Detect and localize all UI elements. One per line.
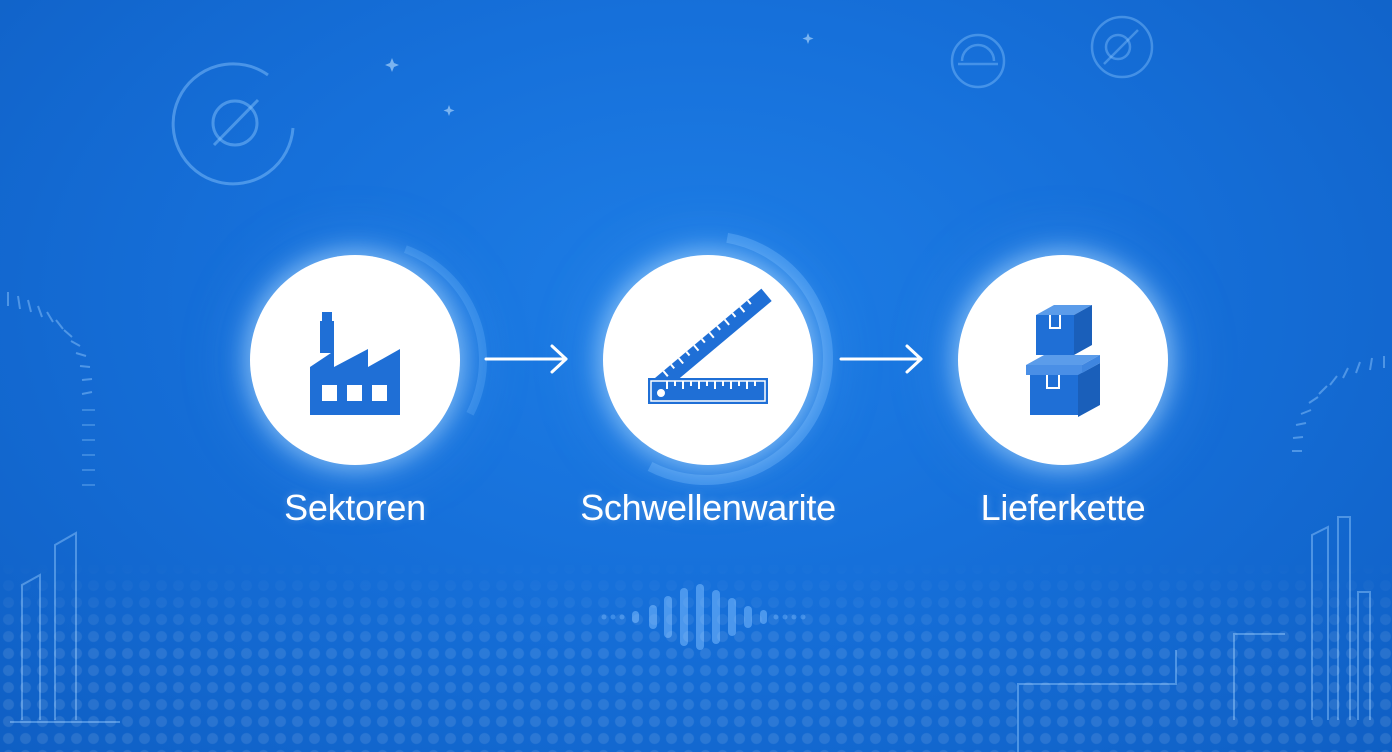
- faint-circle-icon: [171, 62, 295, 186]
- step-label: Lieferkette: [980, 487, 1146, 528]
- arrow-right-icon: [839, 344, 923, 374]
- dot-pattern: [0, 560, 1392, 752]
- factory-icon: [310, 312, 400, 415]
- ruler-icon: [648, 288, 772, 404]
- step-label: Sektoren: [284, 487, 426, 528]
- step-circle: [603, 255, 813, 465]
- step-circle: [958, 255, 1168, 465]
- arrow-right-icon: [484, 344, 568, 374]
- step-label: Schwellenwarite: [580, 487, 836, 528]
- step-circle: [250, 255, 460, 465]
- boxes-icon: [1026, 305, 1100, 417]
